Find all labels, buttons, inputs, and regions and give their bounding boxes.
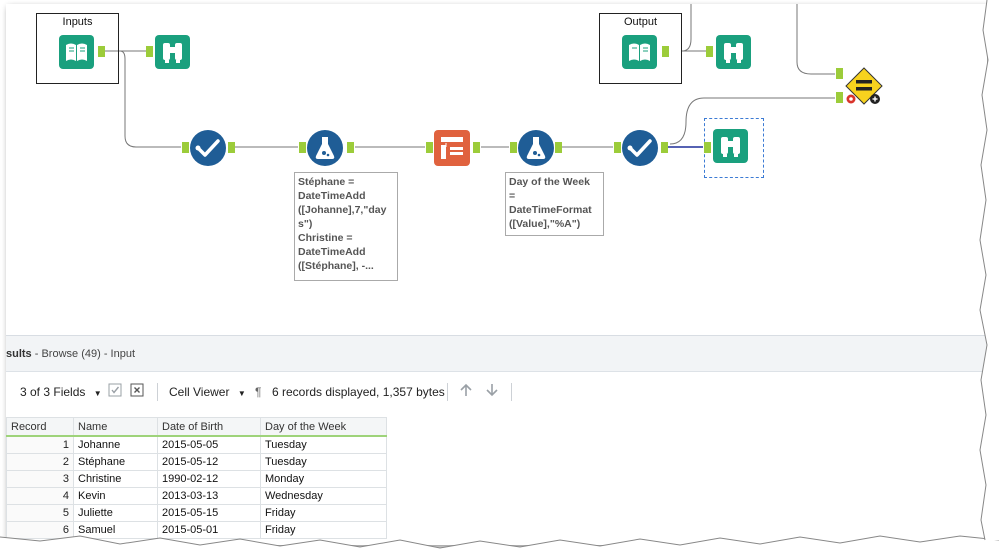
results-header: sults - Browse (49) - Input: [6, 336, 987, 372]
column-header-record[interactable]: Record: [6, 417, 74, 437]
results-toolbar: 3 of 3 Fields ▼ Cell Viewer ▼ ¶ 6 record…: [6, 372, 987, 412]
input-anchor[interactable]: [299, 142, 306, 153]
arrow-up-icon[interactable]: [458, 382, 474, 401]
input-anchor[interactable]: [704, 142, 711, 153]
output-anchor[interactable]: [473, 142, 480, 153]
transpose-icon: [434, 130, 470, 166]
date-of-birth-cell[interactable]: 2015-05-01: [157, 521, 261, 539]
input-anchor[interactable]: [614, 142, 621, 153]
binoculars-icon: [155, 35, 190, 69]
fields-dropdown-label: 3 of 3 Fields: [20, 385, 86, 399]
column-header-day-of-week[interactable]: Day of the Week: [260, 417, 387, 437]
select-tool[interactable]: [189, 129, 227, 167]
deselect-icon[interactable]: [130, 383, 144, 400]
formula-annotation-1: Stéphane = DateTimeAdd ([Johanne],7,"day…: [294, 172, 398, 281]
output-anchor[interactable]: [347, 142, 354, 153]
output-input-tool[interactable]: [621, 34, 659, 70]
input-book-icon: [622, 35, 657, 69]
output-anchor[interactable]: [555, 142, 562, 153]
record-cell[interactable]: 6: [6, 521, 74, 539]
date-of-birth-cell[interactable]: 1990-02-12: [157, 470, 261, 488]
formula-tool[interactable]: [306, 129, 344, 167]
toolbar-separator: [447, 383, 448, 401]
test-input-anchor-e[interactable]: [836, 68, 843, 79]
connection-lines: [105, 4, 835, 148]
browse-tool-output[interactable]: [715, 34, 753, 70]
toolbar-separator: [511, 383, 512, 401]
table-row[interactable]: 2 Stéphane 2015-05-12 Tuesday: [6, 453, 387, 471]
results-window: sults - Browse (49) - Input 3 of 3 Field…: [6, 335, 987, 545]
flask-icon: [307, 130, 343, 166]
workflow-canvas[interactable]: Inputs: [6, 4, 987, 335]
fields-dropdown[interactable]: 3 of 3 Fields ▼: [20, 385, 102, 399]
transpose-tool[interactable]: [433, 129, 471, 167]
test-input-anchor-a[interactable]: [836, 92, 843, 103]
input-book-icon: [59, 35, 94, 69]
results-grid[interactable]: Record Name Date of Birth Day of the Wee…: [6, 417, 387, 539]
day-of-week-cell[interactable]: Tuesday: [260, 453, 387, 471]
input-anchor[interactable]: [510, 142, 517, 153]
inputs-container[interactable]: Inputs: [36, 13, 119, 84]
grid-header-row: Record Name Date of Birth Day of the Wee…: [6, 417, 387, 437]
name-cell[interactable]: Samuel: [73, 521, 158, 539]
input-anchor[interactable]: [146, 46, 153, 57]
day-of-week-cell[interactable]: Wednesday: [260, 487, 387, 505]
inputs-container-title: Inputs: [62, 16, 93, 28]
input-data-tool[interactable]: [58, 34, 96, 70]
output-container[interactable]: Output: [599, 13, 682, 84]
binoculars-icon: [713, 129, 748, 163]
input-anchor[interactable]: [706, 46, 713, 57]
pilcrow-icon[interactable]: ¶: [255, 385, 262, 399]
records-info: 6 records displayed, 1,357 bytes: [272, 385, 445, 399]
results-title: sults - Browse (49) - Input: [6, 348, 135, 360]
record-cell[interactable]: 1: [6, 435, 74, 454]
column-header-date-of-birth[interactable]: Date of Birth: [157, 417, 261, 437]
checkmark-icon: [190, 130, 226, 166]
input-anchor[interactable]: [426, 142, 433, 153]
output-anchor[interactable]: [661, 142, 668, 153]
results-title-suffix: - Browse (49) - Input: [31, 348, 136, 360]
results-title-prefix: sults: [6, 348, 32, 360]
flask-icon: [518, 130, 554, 166]
date-of-birth-cell[interactable]: 2015-05-05: [157, 435, 261, 454]
record-cell[interactable]: 4: [6, 487, 74, 505]
date-of-birth-cell[interactable]: 2015-05-12: [157, 453, 261, 471]
record-cell[interactable]: 2: [6, 453, 74, 471]
test-tool[interactable]: [843, 66, 885, 108]
chevron-down-icon: ▼: [237, 389, 246, 398]
record-cell[interactable]: 3: [6, 470, 74, 488]
table-row[interactable]: 6 Samuel 2015-05-01 Friday: [6, 521, 387, 539]
output-anchor[interactable]: [228, 142, 235, 153]
chevron-down-icon: ▼: [93, 389, 102, 398]
browse-tool-inputs[interactable]: [154, 34, 192, 70]
select-tool[interactable]: [621, 129, 659, 167]
checkmark-icon: [622, 130, 658, 166]
output-container-title: Output: [623, 16, 658, 28]
browse-tool-selected[interactable]: [712, 128, 750, 164]
table-row[interactable]: 3 Christine 1990-02-12 Monday: [6, 470, 387, 488]
output-anchor[interactable]: [662, 46, 669, 57]
cell-viewer-label: Cell Viewer: [169, 385, 230, 399]
input-anchor[interactable]: [182, 142, 189, 153]
day-of-week-cell[interactable]: Friday: [260, 521, 387, 539]
toolbar-separator: [157, 383, 158, 401]
cell-viewer-dropdown[interactable]: Cell Viewer ▼: [169, 385, 246, 399]
checkbox-icon[interactable]: [108, 383, 122, 400]
designer-frame: Inputs: [6, 4, 987, 545]
formula-annotation-2: Day of the Week = DateTimeFormat ([Value…: [505, 172, 604, 236]
column-header-name[interactable]: Name: [73, 417, 158, 437]
equals-diamond-icon: [845, 67, 883, 105]
name-cell[interactable]: Johanne: [73, 435, 158, 454]
table-row[interactable]: 4 Kevin 2013-03-13 Wednesday: [6, 487, 387, 505]
arrow-down-icon[interactable]: [484, 382, 500, 401]
output-anchor[interactable]: [98, 46, 105, 57]
formula-tool[interactable]: [517, 129, 555, 167]
name-cell[interactable]: Juliette: [73, 504, 158, 522]
binoculars-icon: [716, 35, 751, 69]
